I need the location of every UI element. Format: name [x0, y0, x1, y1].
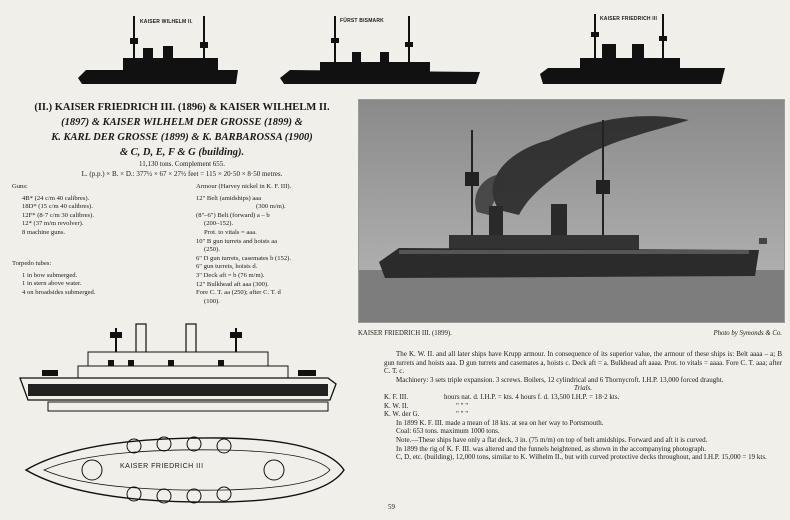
silhouette-furst-bismark: FÜRST BISMARK: [280, 12, 480, 88]
trials-row: K. W. der G. " " ": [384, 410, 782, 419]
ship-silhouette-icon: [280, 16, 480, 84]
page-number: 59: [388, 503, 395, 511]
body-paragraph: The K. W. II. and all later ships have K…: [384, 350, 782, 376]
gun-item: 4B* (24 c/m 40 calibres).: [22, 194, 90, 202]
photo-credit: Photo by Symonds & Co.: [713, 330, 782, 337]
armour-item: Fore C. T. aa (250); after C. T. d: [196, 289, 281, 297]
trials-values: hours nat. d. I.H.P. = kts. 4 hours f. d…: [444, 392, 620, 401]
plan-label: KAISER FRIEDRICH III: [120, 463, 204, 470]
trials-values: " " ": [456, 410, 469, 419]
torpedo-item: 4 on broadsides submerged.: [22, 288, 96, 296]
armour-item: 12" Belt (amidships) aaa: [196, 194, 262, 202]
ship-class-title: (II.) KAISER FRIEDRICH III. (1896) & KAI…: [12, 100, 352, 160]
silhouette-kaiser-wilhelm: KAISER WILHELM II.: [78, 8, 238, 88]
guns-heading: Guns:: [12, 183, 28, 190]
armour-section: Armour (Harvey nickel in K. F. III). 12"…: [196, 183, 354, 306]
body-paragraph: Coal: 653 tons. maximum 1000 tons.: [396, 427, 500, 436]
gun-item: 12F* (8·7 c/m 30 calibres).: [22, 211, 94, 219]
body-paragraph: Note.—These ships have only a flat deck,…: [396, 435, 708, 444]
trials-ship: K. W. der G.: [384, 410, 420, 419]
armour-item: (100).: [204, 297, 220, 305]
trials-heading: Trials.: [573, 384, 593, 393]
ship-silhouette-icon: [540, 14, 725, 84]
armour-item: 12" Bulkhead aft aaa (300).: [196, 280, 269, 288]
torpedo-item: 1 in stern above water.: [22, 280, 82, 288]
title-line: K. KARL DER GROSSE (1899) & K. BARBAROSS…: [51, 132, 313, 143]
body-paragraph: In 1899 K. F. III. made a mean of 18 kts…: [396, 418, 604, 427]
warship-photo-icon: [359, 100, 784, 322]
armour-heading: Armour (Harvey nickel in K. F. III).: [196, 183, 292, 190]
deck-plan-drawing: KAISER FRIEDRICH III: [24, 432, 346, 508]
title-line: & C, D, E, F & G (building).: [119, 147, 245, 158]
ship-silhouette-icon: [78, 16, 238, 84]
armour-item: 3" Deck aft = b (76 m/m).: [196, 271, 265, 279]
guns-section: Guns: 4B* (24 c/m 40 calibres). 18D* (15…: [12, 183, 162, 238]
gun-item: 18D* (15 c/m 40 calibres).: [22, 203, 93, 211]
armour-item: (250).: [204, 246, 220, 254]
trials-ship: K. W. II.: [384, 401, 409, 410]
body-paragraph: C, D, etc. (building), 12,000 tons, simi…: [396, 453, 767, 462]
trials-ship: K. F. III.: [384, 392, 409, 401]
silhouette-label: KAISER WILHELM II.: [140, 19, 193, 25]
torpedo-heading: Torpedo tubes:: [12, 260, 52, 267]
trials-row: K. F. III. hours nat. d. I.H.P. = kts. 4 …: [384, 393, 782, 402]
silhouette-kaiser-friedrich: KAISER FRIEDRICH III: [540, 10, 725, 88]
dimensions: L. (p.p.) × B. × D.: 377½ × 67 × 27½ fee…: [81, 170, 283, 178]
silhouette-label: FÜRST BISMARK: [340, 18, 384, 24]
trials-row: K. W. II. " " ": [384, 402, 782, 411]
body-paragraph: In 1899 the rig of K. F. III. was altere…: [396, 444, 707, 453]
body-text: The K. W. II. and all later ships have K…: [384, 350, 782, 462]
gun-item: 8 machine guns.: [22, 228, 66, 236]
body-paragraph: Machinery: 3 sets triple expansion. 3 sc…: [396, 375, 724, 384]
tonnage: 11,130 tons. Complement 655.: [138, 160, 226, 168]
trials-values: " " ": [456, 401, 469, 410]
armour-item: 6" D gun turrets, casemates b (152).: [196, 254, 291, 262]
silhouette-label: KAISER FRIEDRICH III: [600, 16, 658, 22]
torpedo-item: 1 in bow submerged.: [22, 271, 78, 279]
armour-item: Prot. to vitals = aaa.: [204, 228, 257, 236]
side-elevation-drawing: [19, 323, 337, 412]
armour-item: 10" B gun turrets and hoists aa: [196, 237, 278, 245]
title-line: (II.) KAISER FRIEDRICH III. (1896) & KAI…: [34, 102, 330, 113]
armour-item: (200–152).: [204, 220, 234, 228]
armour-item: (8"–6") Belt (forward) a – b: [196, 211, 270, 219]
ship-photograph: [358, 99, 785, 323]
armour-item: (300 m/m).: [256, 203, 286, 211]
deck-plan-icon: [24, 436, 345, 504]
title-line: (1897) & KAISER WILHELM DER GROSSE (1899…: [61, 117, 303, 128]
torpedo-section: Torpedo tubes: 1 in bow submerged. 1 in …: [12, 260, 162, 297]
gun-item: 12* (37 m/m revolver).: [22, 220, 84, 228]
photo-caption: KAISER FRIEDRICH III. (1899).: [358, 330, 452, 337]
armour-item: 6" gun turrets, hoists d.: [196, 263, 258, 271]
